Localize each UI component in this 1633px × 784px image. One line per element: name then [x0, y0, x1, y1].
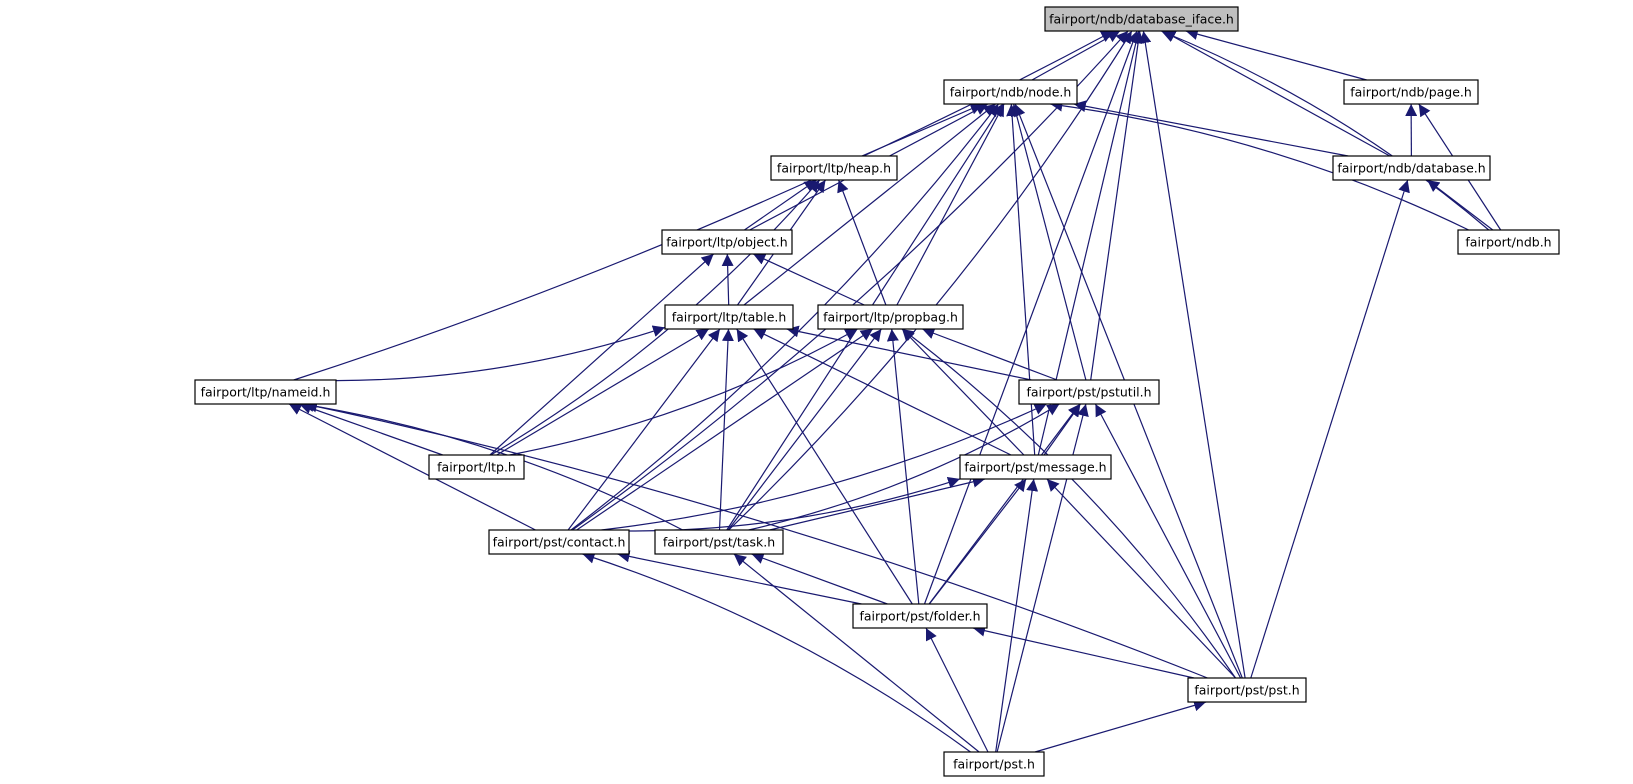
edge-task-includes-message — [769, 475, 986, 531]
edge-psth-includes-pstutil — [1094, 403, 1242, 679]
edge-folder-includes-iface — [923, 30, 1139, 605]
node-label: fairport/ltp/table.h — [672, 310, 787, 325]
edge-psth-includes-propbag — [901, 328, 1236, 679]
node-pst-pst-h[interactable]: fairport/pst/pst.h — [1187, 677, 1307, 703]
node-label: fairport/pst.h — [953, 757, 1035, 772]
node-heap-h[interactable]: fairport/ltp/heap.h — [770, 155, 898, 181]
node-label: fairport/ltp/object.h — [666, 235, 787, 250]
node-message-h[interactable]: fairport/pst/message.h — [959, 454, 1112, 480]
edge-pst-includes-task — [733, 553, 980, 753]
edge-contact-includes-nameid — [288, 403, 536, 531]
node-label: fairport/ndb/page.h — [1350, 85, 1472, 100]
node-propbag-h[interactable]: fairport/ltp/propbag.h — [817, 304, 964, 330]
edge-message-includes-node — [1006, 103, 1036, 456]
edge-ndb-includes-database — [1426, 179, 1494, 231]
edge-folder-includes-task — [751, 552, 888, 605]
node-nameid-h[interactable]: fairport/ltp/nameid.h — [194, 379, 337, 405]
edge-pst-includes-contact — [582, 551, 971, 753]
node-label: fairport/ltp/heap.h — [777, 161, 891, 176]
edge-contact-includes-propbag — [576, 328, 874, 531]
edge-folder-includes-contact — [617, 550, 862, 605]
node-label: fairport/ltp/propbag.h — [823, 310, 958, 325]
edge-folder-includes-message — [928, 478, 1027, 605]
node-task-h[interactable]: fairport/pst/task.h — [654, 529, 784, 555]
edge-ltp-includes-propbag — [509, 328, 858, 456]
edge-ndb-includes-node — [1050, 99, 1469, 231]
edge-task-includes-propbag — [727, 328, 882, 531]
edge-ltp-includes-object — [489, 253, 715, 456]
node-pstutil-h[interactable]: fairport/pst/pstutil.h — [1018, 379, 1160, 405]
node-contact-h[interactable]: fairport/pst/contact.h — [488, 529, 630, 555]
node-folder-h[interactable]: fairport/pst/folder.h — [852, 603, 988, 629]
node-label: fairport/ndb/node.h — [950, 85, 1072, 100]
edge-propbag-includes-node — [896, 103, 1005, 306]
edge-folder-includes-pstutil — [928, 403, 1081, 605]
node-node-h[interactable]: fairport/ndb/node.h — [943, 79, 1078, 105]
edge-pst-includes-psth — [1034, 699, 1207, 753]
edge-contact-includes-pstutil — [601, 403, 1047, 531]
node-label: fairport/pst/message.h — [964, 460, 1106, 475]
edge-propbag-includes-heap — [837, 179, 887, 306]
edge-message-includes-table — [753, 328, 1012, 456]
edge-table-includes-object — [721, 253, 734, 306]
edge-folder-includes-table — [736, 328, 913, 605]
edge-pst-includes-pstutil — [996, 403, 1089, 753]
node-label: fairport/pst/pst.h — [1194, 683, 1299, 698]
node-label: fairport/ndb/database_iface.h — [1049, 12, 1234, 27]
edge-layer — [288, 28, 1502, 753]
edge-pst-includes-message — [995, 478, 1039, 753]
node-pst-h[interactable]: fairport/pst.h — [943, 751, 1045, 777]
edge-table-includes-node — [743, 103, 996, 306]
edge-psth-includes-database — [1250, 179, 1410, 679]
node-label: fairport/pst/contact.h — [493, 535, 626, 550]
edge-database-includes-iface — [1162, 30, 1391, 157]
edge-psth-includes-nameid — [304, 400, 1208, 679]
node-ltp-h[interactable]: fairport/ltp.h — [428, 454, 525, 480]
node-label: fairport/pst/task.h — [663, 535, 775, 550]
node-label: fairport/pst/folder.h — [859, 609, 980, 624]
node-page-h[interactable]: fairport/ndb/page.h — [1343, 79, 1479, 105]
edge-psth-includes-iface — [1139, 30, 1246, 679]
node-object-h[interactable]: fairport/ltp/object.h — [661, 229, 793, 255]
edge-message-includes-propbag — [901, 328, 1025, 456]
edge-folder-includes-propbag — [886, 328, 920, 605]
edge-node-includes-iface — [1031, 30, 1121, 81]
edge-nameid-includes-table — [335, 325, 666, 382]
edge-ndb-includes-iface — [1160, 29, 1490, 231]
node-label: fairport/ndb.h — [1465, 235, 1551, 250]
edge-pst-includes-folder — [925, 627, 989, 753]
node-layer: fairport/ndb/database_iface.h fairport/n… — [194, 6, 1560, 777]
edge-pstutil-includes-iface — [1090, 30, 1145, 381]
edge-ltp-includes-heap — [490, 179, 821, 456]
edge-pstutil-includes-table — [786, 325, 1032, 381]
edge-ltp-includes-table — [496, 328, 710, 456]
node-table-h[interactable]: fairport/ltp/table.h — [664, 304, 794, 330]
edge-pstutil-includes-node — [1010, 103, 1087, 381]
node-database-h[interactable]: fairport/ndb/database.h — [1332, 155, 1491, 181]
node-label: fairport/ltp/nameid.h — [201, 385, 331, 400]
edge-contact-includes-table — [567, 328, 721, 531]
node-database-iface-h[interactable]: fairport/ndb/database_iface.h — [1044, 6, 1239, 32]
edge-pstutil-includes-propbag — [922, 327, 1058, 381]
edge-propbag-includes-object — [752, 253, 865, 306]
node-label: fairport/ltp.h — [437, 460, 516, 475]
edge-heap-includes-node — [861, 103, 983, 157]
edge-page-includes-iface — [1185, 28, 1367, 81]
edge-task-includes-nameid — [301, 399, 683, 531]
edge-psth-includes-folder — [972, 624, 1195, 679]
node-label: fairport/pst/pstutil.h — [1026, 385, 1151, 400]
node-label: fairport/ndb/database.h — [1337, 161, 1485, 176]
edge-psth-includes-message — [1046, 478, 1237, 679]
edge-database-includes-node — [1073, 100, 1349, 157]
node-ndb-h[interactable]: fairport/ndb.h — [1457, 229, 1560, 255]
